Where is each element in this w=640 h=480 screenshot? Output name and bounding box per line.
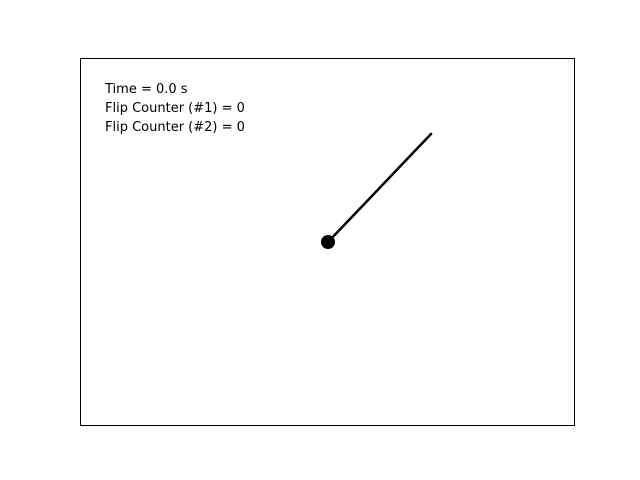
time-readout: Time = 0.0 s <box>105 82 188 97</box>
pendulum-pivot <box>321 235 335 249</box>
plot-axes-frame <box>80 58 575 426</box>
pendulum-arm-1 <box>326 132 433 244</box>
flip-counter-2-readout: Flip Counter (#2) = 0 <box>105 120 245 135</box>
flip-counter-1-readout: Flip Counter (#1) = 0 <box>105 101 245 116</box>
